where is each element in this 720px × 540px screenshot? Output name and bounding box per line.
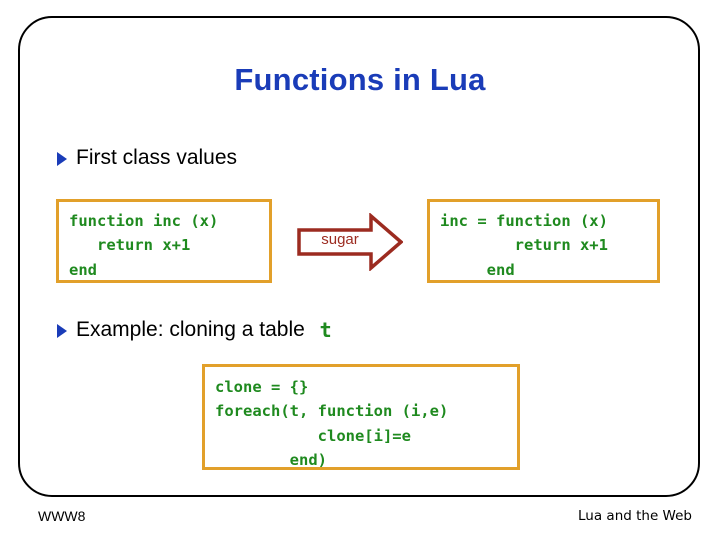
sugar-arrow-label: sugar (321, 231, 359, 248)
sugar-arrow-icon (297, 213, 403, 271)
bullet-label: Example: cloning a table (76, 318, 311, 341)
code-text-clone-table: clone = {} foreach(t, function (i,e) clo… (215, 378, 449, 470)
code-box-anonymous-function: inc = function (x) return x+1 end (427, 199, 660, 283)
bullet-label: First class values (76, 146, 238, 169)
bullet-item-cloning-a-table: Example: cloning a table t (57, 318, 332, 342)
code-box-function-declaration: function inc (x) return x+1 end (56, 199, 272, 283)
code-text-anonymous-function: inc = function (x) return x+1 end (440, 212, 608, 279)
slide-border-frame (18, 16, 700, 497)
bullet-item-first-class-values: First class values (57, 146, 237, 170)
page-title: Functions in Lua (234, 62, 486, 97)
code-box-clone-table: clone = {} foreach(t, function (i,e) clo… (202, 364, 520, 470)
inline-code-table-name: t (319, 318, 332, 342)
triangle-bullet-icon (57, 152, 67, 166)
triangle-bullet-icon (57, 324, 67, 338)
footer-presentation-title: Lua and the Web (578, 508, 692, 524)
footer-conference-label: WWW8 (38, 508, 86, 524)
code-text-function-declaration: function inc (x) return x+1 end (69, 212, 219, 279)
